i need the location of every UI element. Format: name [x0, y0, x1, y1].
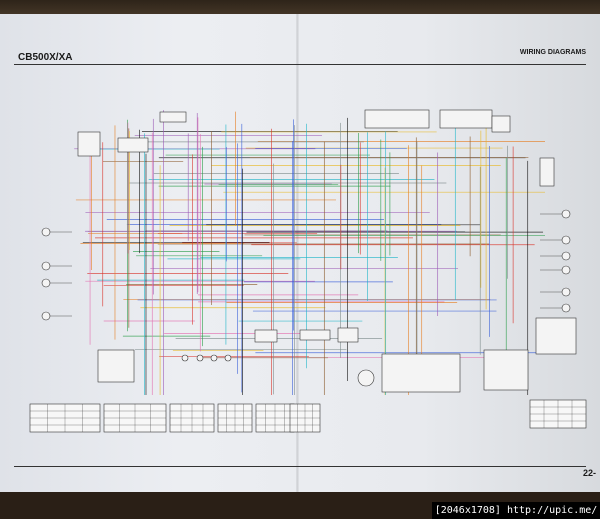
switch-table: [255, 403, 295, 433]
relay-box: [381, 353, 461, 393]
switch-table: [289, 403, 321, 433]
lamp-icon: [561, 303, 571, 313]
switch-table: [217, 403, 253, 433]
lamp-icon: [41, 227, 51, 237]
lamp-icon: [561, 265, 571, 275]
lamp-icon: [41, 261, 51, 271]
lamp-icon: [41, 278, 51, 288]
connector: [117, 137, 149, 153]
connector: [254, 329, 278, 343]
watermark: [2046x1708] http://upic.me/: [432, 502, 600, 519]
lamp-icon: [561, 209, 571, 219]
switch-icon: [224, 354, 232, 362]
alternator-icon: [357, 369, 375, 387]
model-title: CB500X/XA: [18, 52, 73, 63]
connector: [539, 157, 555, 187]
footer-rule: [14, 466, 586, 467]
switch-table: [529, 399, 587, 429]
switch-icon: [210, 354, 218, 362]
wire-bundle: [74, 110, 545, 395]
section-title: WIRING DIAGRAMS: [519, 49, 586, 56]
page-number: 22-: [582, 468, 596, 478]
lamp-icon: [561, 251, 571, 261]
switch-table: [29, 403, 101, 433]
switch-table: [103, 403, 167, 433]
connector: [491, 115, 511, 133]
connector: [299, 329, 331, 341]
lamp-icon: [41, 311, 51, 321]
lamp-icon: [561, 287, 571, 297]
connector: [364, 109, 430, 129]
header-rule: [14, 64, 586, 65]
connector: [97, 349, 135, 383]
lamp-icon: [561, 235, 571, 245]
connector: [439, 109, 493, 129]
page-fold: [296, 14, 299, 492]
switch-table: [169, 403, 215, 433]
components: [29, 109, 587, 433]
switch-icon: [196, 354, 204, 362]
ecu-box: [483, 349, 529, 391]
connector: [159, 111, 187, 123]
connector: [337, 327, 359, 343]
switch-icon: [181, 354, 189, 362]
connector: [77, 131, 101, 157]
module-box: [535, 317, 577, 355]
